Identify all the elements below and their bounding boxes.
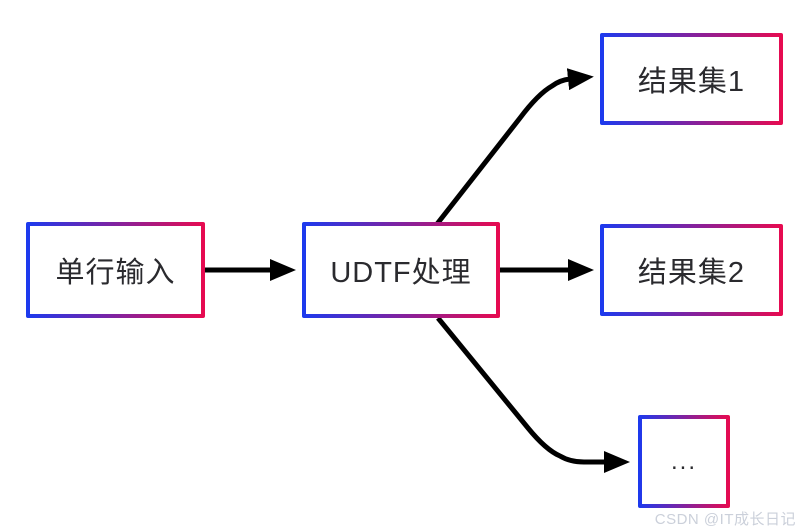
watermark: CSDN @IT成长日记 xyxy=(654,511,796,528)
edge-udtf-result1 xyxy=(435,68,594,226)
node-result1-label: 结果集1 xyxy=(637,66,746,98)
node-input: 单行输入 xyxy=(26,222,205,318)
node-result2: 结果集2 xyxy=(600,224,783,316)
edge-udtf-more xyxy=(436,316,630,473)
node-udtf: UDTF处理 xyxy=(302,222,500,318)
node-more: ... xyxy=(638,415,730,508)
node-more-label: ... xyxy=(670,447,697,475)
node-udtf-label: UDTF处理 xyxy=(330,257,472,289)
node-result2-label: 结果集2 xyxy=(637,257,746,289)
node-input-label: 单行输入 xyxy=(55,257,176,289)
node-result1: 结果集1 xyxy=(600,33,783,125)
